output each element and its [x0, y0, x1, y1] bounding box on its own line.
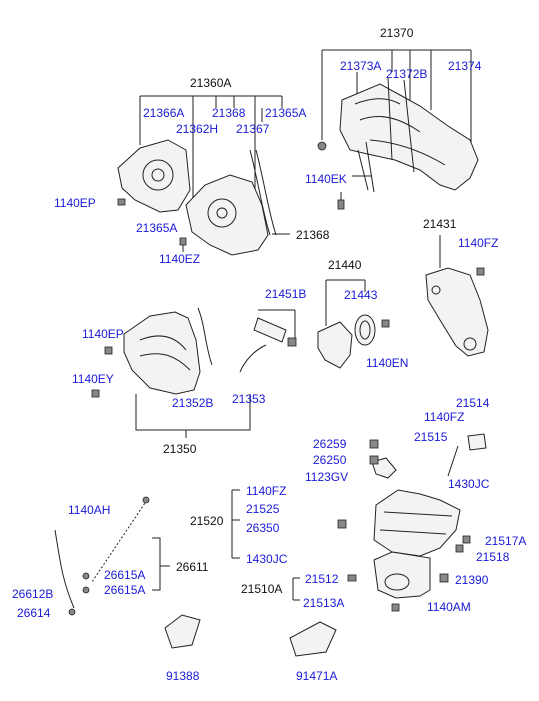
bracket-91388	[164, 614, 201, 649]
label-21517A[interactable]: 21517A	[485, 534, 527, 548]
bolt-icon	[455, 544, 464, 553]
label-21431: 21431	[423, 217, 457, 231]
label-21368a[interactable]: 21368	[212, 106, 246, 120]
label-21370: 21370	[380, 26, 414, 40]
bolt-icon	[91, 389, 100, 398]
seal-case	[317, 321, 353, 369]
relief-valve-icon	[337, 519, 347, 529]
label-21513A[interactable]: 21513A	[303, 596, 345, 610]
label-1140AH[interactable]: 1140AH	[68, 503, 111, 517]
dipstick-handle-icon	[142, 496, 150, 504]
o-ring-icon	[82, 586, 90, 594]
label-26259[interactable]: 26259	[313, 437, 347, 451]
label-21525[interactable]: 21525	[246, 502, 280, 516]
label-21368b: 21368	[296, 228, 330, 242]
label-1430JC-a[interactable]: 1430JC	[448, 477, 490, 491]
label-1140EY[interactable]: 1140EY	[72, 372, 114, 386]
label-1140EP-a[interactable]: 1140EP	[54, 196, 96, 210]
lower-cover-group	[91, 307, 267, 438]
bolt-icon	[476, 267, 485, 276]
oil-pump-housing	[373, 489, 461, 557]
plug-icon	[347, 574, 357, 582]
bolt-icon	[381, 319, 390, 328]
label-1140EN[interactable]: 1140EN	[366, 356, 409, 370]
label-21365Ab[interactable]: 21365A	[136, 221, 178, 235]
rear-plate-group	[425, 235, 489, 357]
bolt-icon	[391, 603, 400, 612]
label-91471A[interactable]: 91471A	[296, 669, 338, 683]
bolt-icon	[439, 573, 449, 583]
oil-seal	[354, 314, 376, 346]
label-26350[interactable]: 26350	[246, 521, 280, 535]
label-1140EP-b[interactable]: 1140EP	[82, 327, 124, 341]
label-21362H[interactable]: 21362H	[176, 122, 219, 136]
label-21365Aa[interactable]: 21365A	[265, 106, 307, 120]
pan-gasket	[467, 433, 487, 451]
label-21512[interactable]: 21512	[305, 572, 339, 586]
tube-cap-icon	[287, 337, 297, 347]
label-21353[interactable]: 21353	[232, 392, 266, 406]
label-26615A-a[interactable]: 26615A	[104, 568, 146, 582]
label-1140FZ-c[interactable]: 1140FZ	[246, 484, 287, 498]
gasket-icon	[369, 455, 379, 465]
label-21366A[interactable]: 21366A	[143, 106, 185, 120]
bolt-icon	[117, 198, 126, 206]
label-21510A: 21510A	[241, 582, 283, 596]
label-91388[interactable]: 91388	[166, 669, 200, 683]
rear-cover-group	[317, 49, 479, 210]
label-21518[interactable]: 21518	[476, 550, 510, 564]
bolt-icon	[179, 237, 187, 246]
label-21514[interactable]: 21514	[456, 396, 490, 410]
dipstick-group	[54, 496, 170, 616]
sealant-group	[253, 309, 297, 347]
bracket-91471A	[289, 621, 337, 657]
label-21352B[interactable]: 21352B	[172, 396, 214, 410]
label-26611: 26611	[176, 560, 209, 574]
sealant-tube	[253, 317, 287, 343]
drain-plug-icon	[462, 535, 471, 544]
label-1430JC-b[interactable]: 1430JC	[246, 552, 288, 566]
rear-cover-plate	[339, 83, 479, 191]
label-26612B[interactable]: 26612B	[12, 587, 54, 601]
rear-plate	[425, 267, 489, 357]
oil-pan-group	[231, 433, 487, 612]
label-21350: 21350	[163, 442, 197, 456]
label-21367[interactable]: 21367	[236, 122, 270, 136]
bracket-group	[164, 614, 337, 657]
lower-cover	[123, 311, 201, 395]
label-21515[interactable]: 21515	[414, 430, 448, 444]
label-21451B[interactable]: 21451B	[265, 287, 307, 301]
front-cover-group	[117, 95, 290, 256]
bolt-icon	[317, 141, 327, 151]
o-ring-icon	[82, 572, 90, 580]
label-26250[interactable]: 26250	[313, 453, 347, 467]
label-21360A: 21360A	[190, 76, 232, 90]
label-21390[interactable]: 21390	[455, 573, 489, 587]
label-26614[interactable]: 26614	[17, 606, 51, 620]
label-21373A[interactable]: 21373A	[340, 59, 382, 73]
label-1140AM[interactable]: 1140AM	[427, 600, 471, 614]
bolt-icon	[369, 439, 379, 449]
label-21440: 21440	[328, 258, 362, 272]
label-21520: 21520	[190, 514, 224, 528]
bolt-icon	[337, 199, 345, 210]
label-21372B[interactable]: 21372B	[386, 67, 428, 81]
upper-timing-cover	[117, 139, 191, 213]
tube-seal-icon	[68, 608, 76, 616]
label-21374[interactable]: 21374	[448, 59, 482, 73]
label-1140EK[interactable]: 1140EK	[305, 172, 347, 186]
label-1140EZ[interactable]: 1140EZ	[159, 252, 201, 266]
label-1123GV[interactable]: 1123GV	[305, 470, 349, 484]
seal-group	[317, 279, 390, 369]
label-1140FZ-a[interactable]: 1140FZ	[458, 236, 499, 250]
bolt-icon	[104, 346, 113, 355]
label-1140FZ-b[interactable]: 1140FZ	[424, 410, 465, 424]
label-26615A-b[interactable]: 26615A	[104, 583, 146, 597]
label-21443[interactable]: 21443	[344, 288, 378, 302]
